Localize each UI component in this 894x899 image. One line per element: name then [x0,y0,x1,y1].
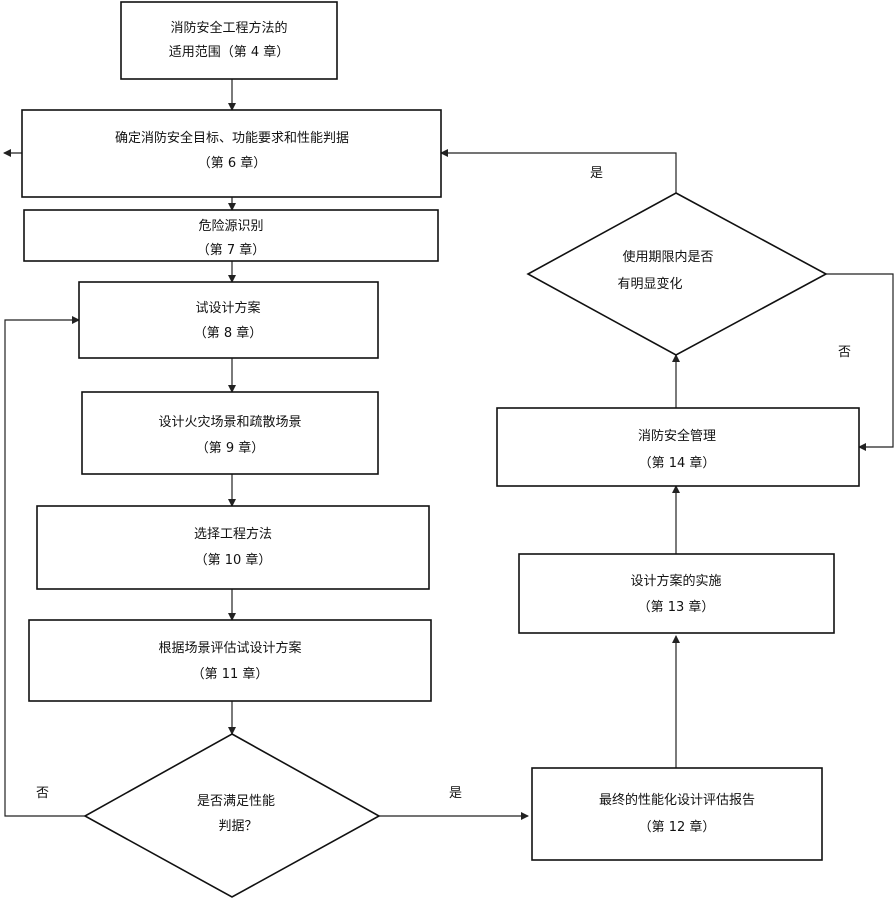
node-report: 最终的性能化设计评估报告 （第 12 章） [531,767,823,861]
node-trial-design-line1: 试设计方案 [195,300,260,316]
node-implement: 设计方案的实施 （第 13 章） [518,553,835,634]
node-methods: 选择工程方法 （第 10 章） [36,505,430,590]
node-implement-line2: （第 13 章） [638,599,715,615]
edge-change-no-to-management [826,273,894,451]
node-objectives: 确定消防安全目标、功能要求和性能判据 （第 6 章） [21,109,442,198]
edge-change-yes-to-objectives [440,149,677,193]
node-objectives-line1: 确定消防安全目标、功能要求和性能判据 [115,130,349,146]
node-hazard: 危险源识别 （第 7 章） [23,209,439,262]
edge-criteria-no-loop [4,316,85,817]
node-management: 消防安全管理 （第 14 章） [496,407,860,487]
node-criteria-line1: 是否满足性能 [197,794,275,809]
node-scope-line2: 适用范围（第 4 章） [169,44,290,60]
edge-label-criteria-no: 否 [36,786,49,801]
node-evaluate: 根据场景评估试设计方案 （第 11 章） [28,619,432,702]
node-change-line1: 使用期限内是否 [622,249,713,265]
node-change-decision: 使用期限内是否 有明显变化 [526,192,828,356]
node-report-line2: （第 12 章） [639,819,716,835]
node-management-line1: 消防安全管理 [638,428,716,444]
edge-label-change-no: 否 [838,345,851,360]
node-scenarios-line1: 设计火灾场景和疏散场景 [158,414,301,430]
node-scope: 消防安全工程方法的 适用范围（第 4 章） [120,1,338,80]
node-scope-line1: 消防安全工程方法的 [170,20,287,36]
node-scenarios-line2: （第 9 章） [196,440,265,456]
node-hazard-line2: （第 7 章） [197,242,266,258]
node-trial-design-line2: （第 8 章） [194,325,263,341]
node-criteria-line2: 判据？ [218,819,257,834]
node-implement-line1: 设计方案的实施 [630,573,721,589]
node-scenarios: 设计火灾场景和疏散场景 （第 9 章） [81,391,379,475]
node-evaluate-line1: 根据场景评估试设计方案 [158,640,301,656]
node-methods-line2: （第 10 章） [195,552,272,568]
node-change-line2: 有明显变化 [617,276,682,292]
node-trial-design: 试设计方案 （第 8 章） [78,281,379,359]
node-methods-line1: 选择工程方法 [194,526,272,542]
edge-label-criteria-yes: 是 [449,786,462,801]
node-criteria-decision: 是否满足性能 判据？ [83,733,381,898]
node-report-line1: 最终的性能化设计评估报告 [599,792,755,808]
node-objectives-line2: （第 6 章） [198,155,267,171]
connectors [3,79,894,820]
node-evaluate-line2: （第 11 章） [192,666,269,682]
node-management-line2: （第 14 章） [639,455,716,471]
edge-label-change-yes: 是 [590,166,603,181]
node-hazard-line1: 危险源识别 [198,219,263,234]
